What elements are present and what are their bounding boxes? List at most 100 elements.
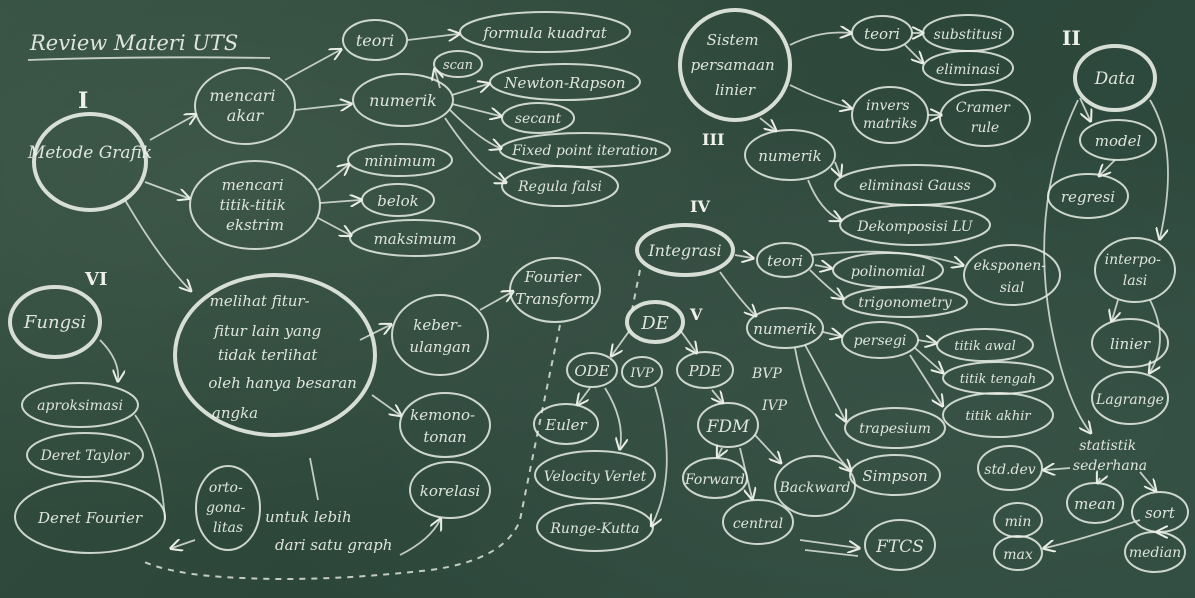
korelasi-bubble <box>409 461 491 519</box>
titik-tengah-label: titik tengah <box>960 372 1037 387</box>
mean-bubble <box>1066 482 1124 524</box>
arrow-num-persegi <box>822 332 840 336</box>
fourier-transform-label: Fourier Transform <box>515 268 594 308</box>
ode-bubble <box>566 352 618 388</box>
trapesium-label: trapesium <box>859 421 931 437</box>
aproksimasi-bubble <box>21 382 139 428</box>
pde-label: PDE <box>687 362 721 380</box>
arrow-fdm-forward <box>718 448 722 456</box>
mencari-akar-label: mencari akar <box>209 86 280 125</box>
numeral-I: I <box>78 88 88 114</box>
pde-bubble <box>676 351 734 389</box>
regula-bubble <box>501 165 619 207</box>
teori-int-label: teori <box>767 252 803 270</box>
arrow-ode-euler <box>578 387 591 404</box>
newton-label: Newton-Rapson <box>503 74 625 92</box>
backward-bubble <box>774 455 856 517</box>
arrow-teori-poli <box>814 265 830 268</box>
ode-label: ODE <box>574 362 609 380</box>
arrow-numerik-regula <box>444 117 505 182</box>
std-dev-label: std.dev <box>984 462 1035 478</box>
arrow-de-ode <box>612 329 631 355</box>
formula-label: formula kuadrat <box>482 24 608 42</box>
titik-akhir-bubble <box>942 392 1054 438</box>
arrow-num-simpson <box>794 347 850 470</box>
arrow-orto-fourier <box>172 540 196 548</box>
numerik-int-bubble <box>746 307 824 349</box>
dashed-link-fourier <box>139 324 561 580</box>
trigonometry-label: trigonometry <box>858 295 953 311</box>
teori-akar-bubble <box>342 19 408 61</box>
numeral-III: III <box>702 130 724 149</box>
arrow-num-trap <box>804 344 845 420</box>
verlet-bubble <box>534 450 656 500</box>
de-label: DE <box>640 313 669 334</box>
numerik-spl-label: numerik <box>758 147 821 165</box>
min-label: min <box>1005 514 1032 530</box>
lu-label: Dekomposisi LU <box>856 219 973 235</box>
max-bubble <box>993 535 1043 571</box>
teori-spl-label: teori <box>864 25 900 43</box>
invers-bubble <box>851 86 929 144</box>
fdm-label: FDM <box>706 417 750 437</box>
central-bubble <box>722 499 794 545</box>
numeral-V: V <box>689 305 703 324</box>
arrow-model-regresi <box>1100 159 1116 175</box>
arrow-grafik-melihat <box>124 199 190 290</box>
kemonotonan-label: kemono- tonan <box>410 406 480 446</box>
title-underline <box>27 56 271 61</box>
kemonotonan-bubble <box>399 392 491 458</box>
arrow-sort-minmax <box>1045 519 1141 548</box>
arrow-numerik-scan <box>435 70 440 89</box>
cramer-bubble <box>939 89 1031 147</box>
simpson-label: Simpson <box>862 467 927 485</box>
mean-label: mean <box>1074 495 1116 513</box>
statistik-label: statistik sederhana <box>1073 438 1147 474</box>
numerik-spl-bubble <box>744 129 836 181</box>
arrow-teori-formula <box>407 34 458 40</box>
arrow-de-pde <box>679 329 696 352</box>
euler-label: Euler <box>544 416 587 434</box>
arrow-numerik-newton <box>451 84 488 96</box>
verlet-label: Velocity Verlet <box>544 469 647 485</box>
melihat-label: melihat fitur- fitur lain yang tidak ter… <box>208 292 361 422</box>
metode-grafik-bubble <box>32 112 148 212</box>
arrow-data-statistik <box>1043 99 1090 432</box>
link-melihat-untuk <box>309 457 319 501</box>
keberulangan-bubble <box>391 294 489 376</box>
trapesium-bubble <box>844 407 946 449</box>
arrow-numerik-gauss <box>835 161 840 175</box>
arrow-akar-teori <box>284 50 340 81</box>
eksponensial-bubble <box>963 244 1061 306</box>
substitusi-label: substitusi <box>934 27 1003 43</box>
ftcs-bubble <box>864 519 936 571</box>
arrow-persegi-akhir <box>909 354 942 405</box>
arrow-fdm-central <box>739 447 752 498</box>
sort-label: sort <box>1145 504 1176 522</box>
data-bubble <box>1073 44 1157 112</box>
arrow-fungsi-aproks <box>99 339 118 380</box>
ekstrim-label: mencari titik-titik ekstrim <box>219 176 290 234</box>
numeral-VI: VI <box>84 269 107 290</box>
interpolasi-bubble <box>1094 237 1176 303</box>
arrow-ekstrim-min <box>317 165 348 191</box>
arrow-numerik-secant <box>451 103 500 116</box>
arrow-stat-sort <box>1139 471 1155 490</box>
arrow-int-teori <box>734 255 752 258</box>
arrow-persegi-tengah <box>914 347 942 372</box>
metode-grafik-label: Metode Grafik <box>27 143 152 163</box>
data-label: Data <box>1094 69 1136 89</box>
arrow-data-interp <box>1149 99 1169 238</box>
linier-bubble <box>1091 318 1169 368</box>
arrow-grafik-ekstrim <box>144 181 188 198</box>
max-label: max <box>1003 547 1033 563</box>
secant-label: secant <box>515 111 562 127</box>
arrow-pde-fdm <box>712 389 722 402</box>
simpson-bubble <box>849 454 941 496</box>
maksimum-bubble <box>349 219 481 257</box>
arrow-grafik-akar <box>149 115 195 141</box>
minimum-label: minimum <box>364 152 436 170</box>
melihat-bubble <box>173 273 377 437</box>
